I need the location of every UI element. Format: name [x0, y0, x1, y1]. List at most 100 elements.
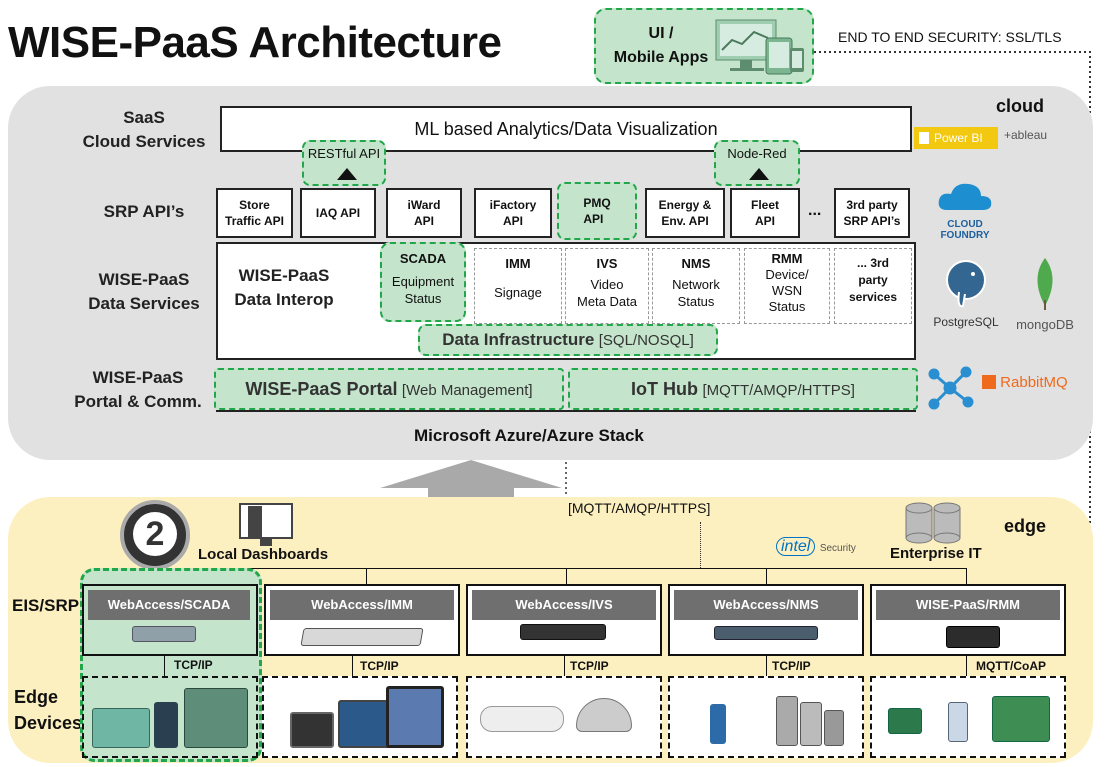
edge-label: edge — [1004, 516, 1047, 536]
sensor-node-device-icon — [888, 708, 922, 734]
tableau-label: +ableau — [1004, 128, 1048, 142]
database-icon — [905, 502, 961, 544]
iot-hub-box[interactable]: IoT Hub [MQTT/AMQP/HTTPS] — [568, 368, 918, 410]
wise-paas-portal-box[interactable]: WISE-PaaS Portal [Web Management] — [214, 368, 564, 410]
oauth-badge-icon: 2 — [120, 500, 190, 570]
imm-service[interactable]: IMM Signage — [474, 248, 562, 324]
iot-hub-label: IoT Hub — [631, 379, 699, 399]
mongodb-label: mongoDB — [1016, 317, 1074, 332]
azure-label: Microsoft Azure/Azure Stack — [414, 426, 644, 445]
power-bi-logo: Power BI — [914, 127, 998, 149]
cluster-icon — [926, 366, 974, 415]
mongodb-logo: mongoDB — [1008, 256, 1082, 332]
row-label-data: WISE-PaaS Data Services — [88, 270, 200, 313]
io-module-device-icon — [184, 688, 248, 748]
gateway-ivs-label: WebAccess/IVS — [472, 590, 656, 620]
restful-arrow-icon — [337, 168, 357, 180]
io-module-device-icon — [154, 702, 178, 748]
data-infrastructure-box[interactable]: Data Infrastructure [SQL/NOSQL] — [418, 324, 718, 356]
ivs-link — [564, 656, 565, 676]
row-label-srp: SRP API’s — [103, 202, 185, 221]
api-third-party[interactable]: 3rd party SRP API’s — [834, 188, 910, 238]
rmm-service[interactable]: RMM Device/ WSN Status — [744, 248, 830, 324]
ivs-service[interactable]: IVS Video Meta Data — [565, 248, 649, 324]
node-red-label: Node-Red — [727, 146, 787, 161]
iot-hub-note: [MQTT/AMQP/HTTPS] — [702, 382, 855, 399]
edge-connector — [700, 522, 701, 568]
panel-pc-device-icon — [386, 686, 444, 748]
api-iaq[interactable]: IAQ API — [300, 188, 376, 238]
nms-tcp-label: TCP/IP — [772, 659, 811, 673]
nms-link — [766, 656, 767, 676]
api-label: Energy & Env. API — [658, 198, 712, 228]
node-red-arrow-icon — [749, 168, 769, 180]
third-party-sub: party services — [848, 273, 898, 304]
edge-connector — [566, 568, 567, 584]
sensor-node-device-icon — [992, 696, 1050, 742]
api-label: IAQ API — [315, 206, 361, 220]
intel-security-label: Security — [819, 543, 856, 554]
end-to-end-security-label: END TO END SECURITY: SSL/TLS — [838, 29, 1062, 45]
portal-comm-frame — [216, 362, 916, 412]
third-party-service[interactable]: ... 3rd party services — [834, 248, 912, 324]
imm-title: IMM — [505, 256, 531, 271]
scada-link — [164, 656, 165, 676]
imm-player-device-icon — [300, 628, 424, 646]
scada-service[interactable]: SCADA Equipment Status — [380, 242, 466, 322]
panel-pc-device-icon — [290, 712, 334, 748]
node-red-box[interactable]: Node-Red — [714, 140, 800, 186]
imm-tcp-label: TCP/IP — [360, 659, 399, 673]
rabbitmq-logo: RabbitMQ — [982, 374, 1068, 391]
api-store-traffic[interactable]: Store Traffic API — [216, 188, 293, 238]
api-label: iFactory API — [489, 198, 537, 228]
nms-title: NMS — [681, 256, 711, 271]
api-ellipsis: ... — [808, 202, 822, 219]
cloud-foundry-label: CLOUD FOUNDRY — [940, 219, 990, 241]
scada-devices-box[interactable] — [82, 676, 258, 758]
postgresql-elephant-icon — [946, 260, 986, 308]
gateway-nms-label: WebAccess/NMS — [674, 590, 858, 620]
row-label-portal: WISE-PaaS Portal & Comm. — [74, 368, 202, 411]
row-label-saas: SaaS Cloud Services — [82, 108, 206, 151]
wireless-device-icon — [710, 704, 726, 744]
api-label: 3rd party SRP API’s — [843, 198, 901, 228]
rmm-gateway-device-icon — [946, 626, 1000, 648]
cloud-label: cloud — [996, 96, 1044, 116]
server-device-icon — [824, 710, 844, 746]
postgresql-logo: PostgreSQL — [926, 258, 1006, 329]
api-label: Fleet API — [750, 198, 779, 228]
gateway-rmm-label: WISE-PaaS/RMM — [876, 590, 1060, 620]
api-energy-env[interactable]: Energy & Env. API — [645, 188, 725, 238]
nms-switch-device-icon — [714, 626, 818, 640]
scada-gateway-device-icon — [132, 626, 196, 642]
portal-label: WISE-PaaS Portal — [245, 379, 398, 399]
ivs-tcp-label: TCP/IP — [570, 659, 609, 673]
edge-connector — [164, 568, 966, 569]
ui-mobile-apps-box[interactable]: UI / Mobile Apps — [594, 8, 814, 84]
ui-mobile-label: UI / Mobile Apps — [613, 25, 709, 66]
scada-title: SCADA — [399, 251, 447, 266]
dashboard-apps-icon — [715, 19, 804, 75]
api-label: Store Traffic API — [225, 198, 284, 228]
gateway-scada[interactable] — [82, 584, 258, 656]
restful-api-label: RESTful API — [307, 146, 381, 161]
gateway-imm-label: WebAccess/IMM — [270, 590, 454, 620]
data-infra-label: Data Infrastructure — [442, 330, 595, 349]
api-ifactory[interactable]: iFactory API — [474, 188, 552, 238]
rabbitmq-label: RabbitMQ — [1000, 374, 1068, 391]
edge-devices-label: Edge Devices — [14, 687, 83, 733]
api-label: iWard API — [407, 198, 441, 228]
server-device-icon — [800, 702, 822, 746]
tableau-logo: +ableau — [1004, 128, 1047, 142]
api-pmq[interactable]: PMQ API — [557, 182, 637, 240]
restful-api-box[interactable]: RESTful API — [302, 140, 386, 186]
analytics-box[interactable]: ML based Analytics/Data Visualization — [220, 106, 912, 152]
api-iward[interactable]: iWard API — [386, 188, 462, 238]
local-dashboards-label: Local Dashboards — [198, 546, 329, 563]
nms-service[interactable]: NMS Network Status — [652, 248, 740, 324]
data-infra-note: [SQL/NOSQL] — [598, 332, 694, 349]
data-interop-label: WISE-PaaS Data Interop — [234, 266, 334, 309]
rmm-mqtt-coap-label: MQTT/CoAP — [976, 659, 1046, 673]
api-fleet[interactable]: Fleet API — [730, 188, 800, 238]
sensor-node-device-icon — [948, 702, 968, 742]
